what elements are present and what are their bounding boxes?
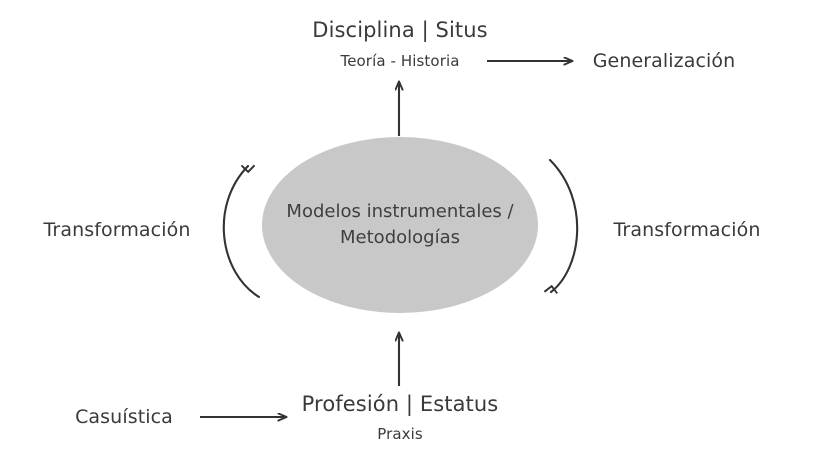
label-transformacion-left: Transformación: [43, 219, 191, 241]
node-casuistica-label: Casuística: [75, 406, 173, 428]
label-transformacion-right: Transformación: [613, 219, 761, 241]
node-generalizacion-label: Generalización: [592, 50, 736, 72]
center-ellipse: [262, 137, 538, 313]
right-curved-transformation-arrow: [550, 158, 579, 292]
center-ellipse-text-line2: Metodologías: [340, 227, 460, 248]
center-ellipse-text-line1: Modelos instrumentales /: [286, 201, 514, 222]
center-ellipse-text: Modelos instrumentales / Metodologías: [270, 199, 530, 251]
left-curved-transformation-arrow: [222, 166, 261, 299]
node-disciplina-situs-subtitle: Teoría - Historia: [340, 52, 460, 70]
node-profesion-estatus-subtitle: Praxis: [377, 425, 423, 443]
node-profesion-estatus-title: Profesión | Estatus: [301, 392, 499, 416]
node-disciplina-situs-title: Disciplina | Situs: [312, 18, 488, 42]
